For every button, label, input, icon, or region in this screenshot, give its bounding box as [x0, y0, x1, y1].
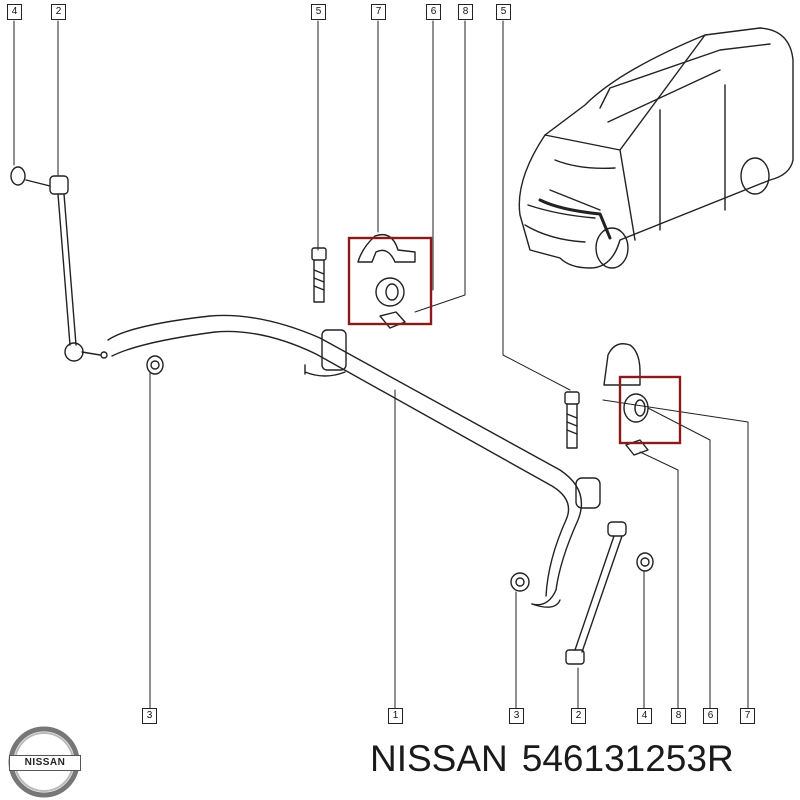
bar-bushing-right: [575, 477, 601, 509]
bolt-right: [564, 391, 580, 449]
bolt-left: [311, 247, 327, 303]
center-bushing: [304, 329, 347, 377]
highlight-box-right: [618, 375, 682, 445]
leader-lines-top: [13, 20, 749, 709]
callout-bottom-2: 2: [571, 708, 586, 724]
clamp-right: [603, 343, 649, 456]
callout-bottom-3b: 3: [509, 708, 524, 724]
nut-left: [146, 355, 164, 375]
nut-lower: [510, 572, 530, 592]
stabilizer-link-left: [10, 166, 108, 362]
nut-right: [636, 552, 654, 572]
van-illustration: [518, 27, 794, 269]
stabilizer-link-right: [565, 521, 627, 665]
part-caption: NISSAN 546131253R: [370, 738, 748, 780]
highlight-box-left: [347, 236, 433, 326]
clamp-left: [357, 233, 416, 329]
callout-bottom-4: 4: [637, 708, 652, 724]
stabilizer-bar: [107, 314, 583, 608]
logo-wordmark: NISSAN: [9, 755, 81, 771]
highlight-boxes: [347, 236, 682, 445]
callout-top-5b: 5: [496, 4, 511, 20]
callout-top-6: 6: [426, 4, 441, 20]
callout-bottom-3a: 3: [142, 708, 157, 724]
callout-bottom-7: 7: [740, 708, 755, 724]
callout-top-5a: 5: [311, 4, 326, 20]
callout-bottom-8: 8: [671, 708, 686, 724]
callout-top-7: 7: [371, 4, 386, 20]
brand-name: NISSAN: [370, 738, 508, 779]
callout-bottom-6: 6: [703, 708, 718, 724]
callout-top-8: 8: [458, 4, 473, 20]
part-number: 546131253R: [521, 738, 734, 779]
callout-top-4: 4: [7, 4, 22, 20]
leader-lines-bottom: [149, 371, 645, 709]
callout-top-2: 2: [51, 4, 66, 20]
callout-bottom-1: 1: [388, 708, 403, 724]
